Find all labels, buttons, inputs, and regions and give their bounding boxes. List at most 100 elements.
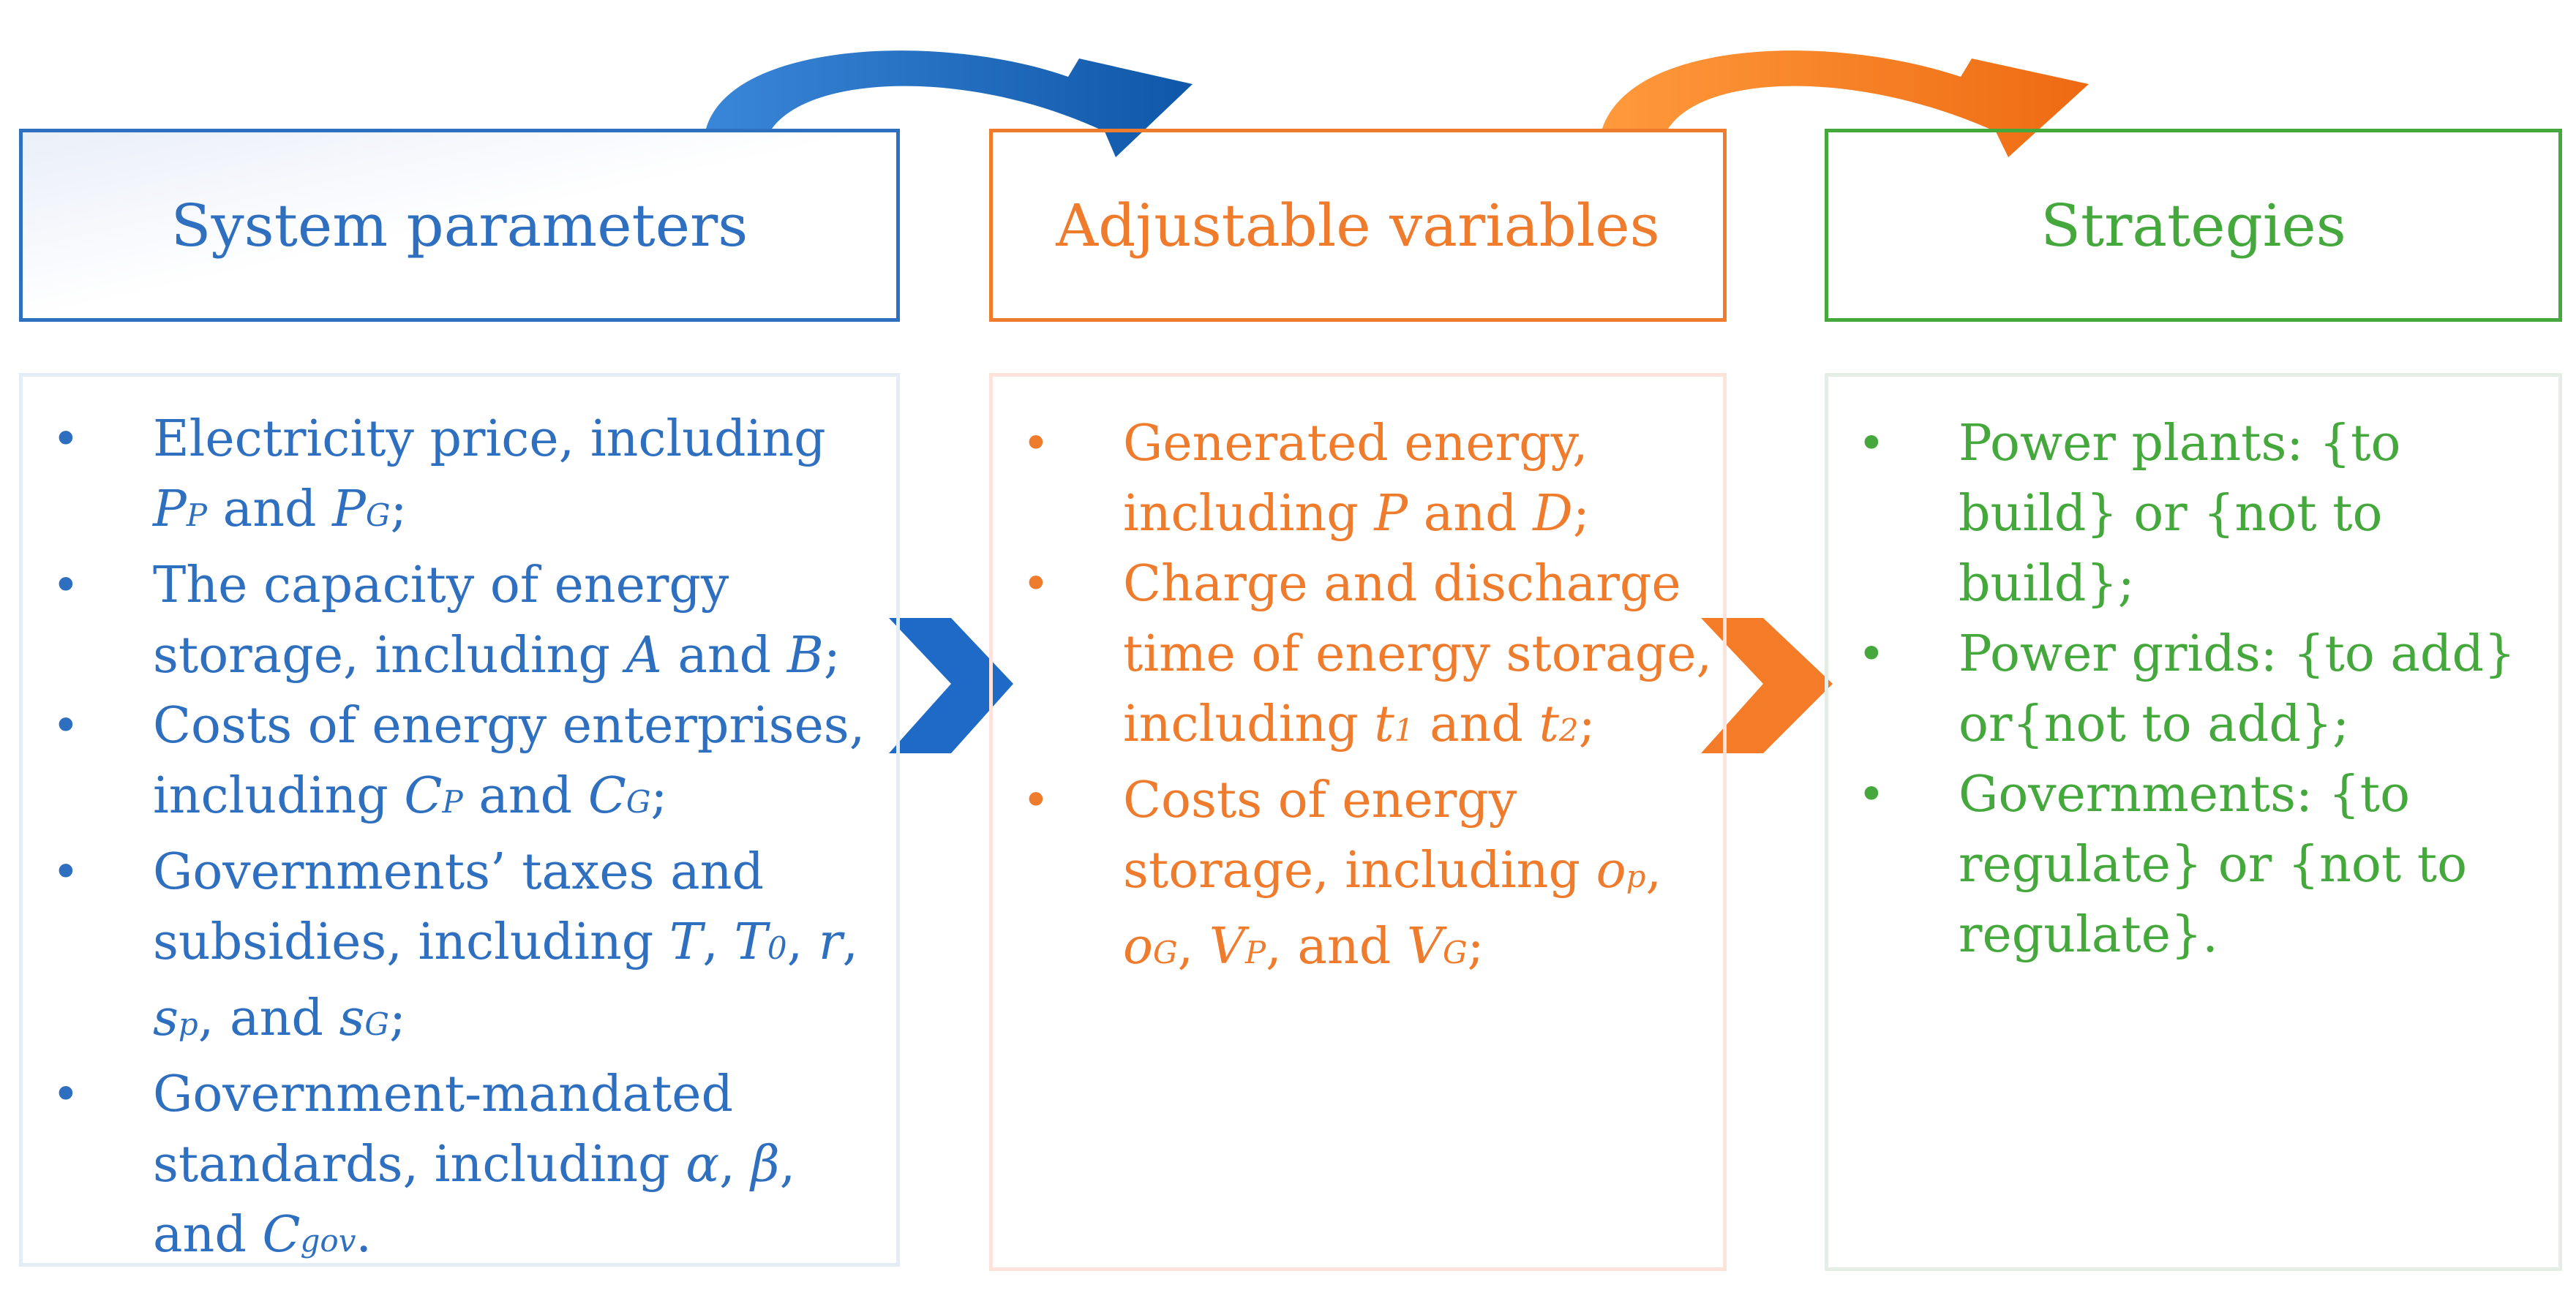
item-text: Government-mandated standards, including xyxy=(153,1066,734,1194)
list-item: • Electricity price, including PP and PG… xyxy=(23,404,896,551)
bullet-icon: • xyxy=(52,845,80,900)
header-strategies: Strategies xyxy=(1825,129,2562,322)
bullet-icon: • xyxy=(1022,417,1050,471)
list-item: • Power grids: {to add} or{not to add}; xyxy=(1828,619,2558,760)
symbol-sub: 0 xyxy=(767,930,787,966)
list-item: • Government-mandated standards, includi… xyxy=(23,1060,896,1276)
bullet-icon: • xyxy=(1022,774,1050,828)
text: and xyxy=(661,627,787,685)
symbol: P xyxy=(153,480,187,538)
curved-arrow-orange-icon xyxy=(1602,50,2089,158)
symbol: t xyxy=(1374,695,1394,753)
symbol-sub: G xyxy=(364,1006,389,1042)
strategies-list-box: • Power plants: {to build} or {not to bu… xyxy=(1825,373,2562,1271)
list-item: • Costs of energy enterprises, including… xyxy=(23,691,896,837)
item-text: Costs of energy storage, including xyxy=(1123,772,1580,900)
symbol: s xyxy=(153,989,179,1047)
text: ; xyxy=(1572,485,1590,543)
text: ; xyxy=(388,989,406,1047)
text: ; xyxy=(1467,918,1484,976)
item-text: The capacity of energy storage, includin… xyxy=(153,557,729,685)
symbol: P xyxy=(332,480,366,538)
symbol: β xyxy=(751,1136,780,1194)
text: , xyxy=(786,913,819,971)
text: , xyxy=(702,913,735,971)
curved-arrow-blue-icon xyxy=(706,50,1193,158)
adjustable-variables-list-box: • Generated energy, including P and D; •… xyxy=(989,373,1727,1271)
item-text: Costs of energy enterprises, including xyxy=(153,697,865,825)
bullet-icon: • xyxy=(1858,417,1885,471)
header-system-parameters: System parameters xyxy=(19,129,900,322)
item-text: Electricity price, including xyxy=(153,410,826,468)
list-item: • Power plants: {to build} or {not to bu… xyxy=(1828,409,2558,619)
item-text: Power plants: {to build} or {not to buil… xyxy=(1959,415,2401,613)
list-item: • Generated energy, including P and D; xyxy=(993,409,1723,549)
symbol: o xyxy=(1596,842,1626,900)
text: ; xyxy=(823,627,841,685)
symbol-sub: P xyxy=(186,497,208,533)
bullet-icon: • xyxy=(1858,768,1885,822)
symbol: A xyxy=(626,627,662,685)
list-item: • The capacity of energy storage, includ… xyxy=(23,551,896,691)
text: ; xyxy=(650,767,668,825)
symbol-sub: G xyxy=(1442,935,1468,970)
symbol: C xyxy=(262,1206,301,1264)
symbol-sub: P xyxy=(442,784,463,820)
text: , xyxy=(842,913,858,971)
chevron-right-orange-icon xyxy=(1701,618,1833,753)
symbol: C xyxy=(587,767,626,825)
symbol-sub: G xyxy=(626,784,651,820)
text: , and xyxy=(1266,918,1407,976)
symbol: C xyxy=(404,767,443,825)
bullet-icon: • xyxy=(1858,627,1885,682)
symbol-sub: G xyxy=(1152,935,1178,970)
text: , xyxy=(1177,918,1209,976)
bullet-icon: • xyxy=(52,1068,80,1122)
item-text: Power grids: {to add} or{not to add}; xyxy=(1959,625,2516,753)
bullet-icon: • xyxy=(1022,557,1050,611)
text: , xyxy=(779,1136,796,1194)
symbol: B xyxy=(786,627,824,685)
text: and xyxy=(207,480,333,538)
symbol: D xyxy=(1533,485,1573,543)
header-strategies-label: Strategies xyxy=(2040,191,2346,260)
bullet-icon: • xyxy=(52,559,80,613)
symbol-sub: G xyxy=(365,497,391,533)
symbol: V xyxy=(1406,918,1443,976)
text: and xyxy=(1413,695,1539,753)
text: , and xyxy=(198,989,339,1047)
list-item: • Charge and discharge time of energy st… xyxy=(993,549,1723,766)
symbol: T xyxy=(734,913,767,971)
symbol-sub: p xyxy=(178,1006,198,1042)
system-parameters-list-box: • Electricity price, including PP and PG… xyxy=(19,373,900,1267)
item-text: Governments’ taxes and subsidies, includ… xyxy=(153,843,765,971)
symbol-sub: P xyxy=(1244,935,1266,970)
item-text: Charge and discharge time of energy stor… xyxy=(1123,555,1713,753)
symbol: r xyxy=(818,913,843,971)
text: , xyxy=(1645,842,1662,900)
text: ; xyxy=(1578,695,1596,753)
symbol: o xyxy=(1123,918,1153,976)
bullet-icon: • xyxy=(52,412,80,467)
chevron-right-blue-icon xyxy=(889,618,1013,753)
text: and xyxy=(1408,485,1533,543)
symbol-sub: 1 xyxy=(1394,712,1414,748)
symbol: V xyxy=(1209,918,1245,976)
bullet-icon: • xyxy=(52,699,80,753)
list-item: • Costs of energy storage, including op,… xyxy=(993,766,1723,988)
symbol: s xyxy=(339,989,365,1047)
text: and xyxy=(462,767,588,825)
text: . xyxy=(356,1206,372,1264)
symbol-sub: gov xyxy=(300,1223,356,1259)
symbol: T xyxy=(669,913,703,971)
symbol-sub: 2 xyxy=(1558,712,1579,748)
text: , xyxy=(719,1136,751,1194)
symbol: α xyxy=(686,1136,720,1194)
text: and xyxy=(153,1206,263,1264)
item-text: Governments: {to regulate} or {not to re… xyxy=(1959,766,2468,964)
list-item: • Governments: {to regulate} or {not to … xyxy=(1828,760,2558,970)
list-item: • Governments’ taxes and subsidies, incl… xyxy=(23,837,896,1060)
text: ; xyxy=(390,480,408,538)
header-adjustable-variables: Adjustable variables xyxy=(989,129,1727,322)
